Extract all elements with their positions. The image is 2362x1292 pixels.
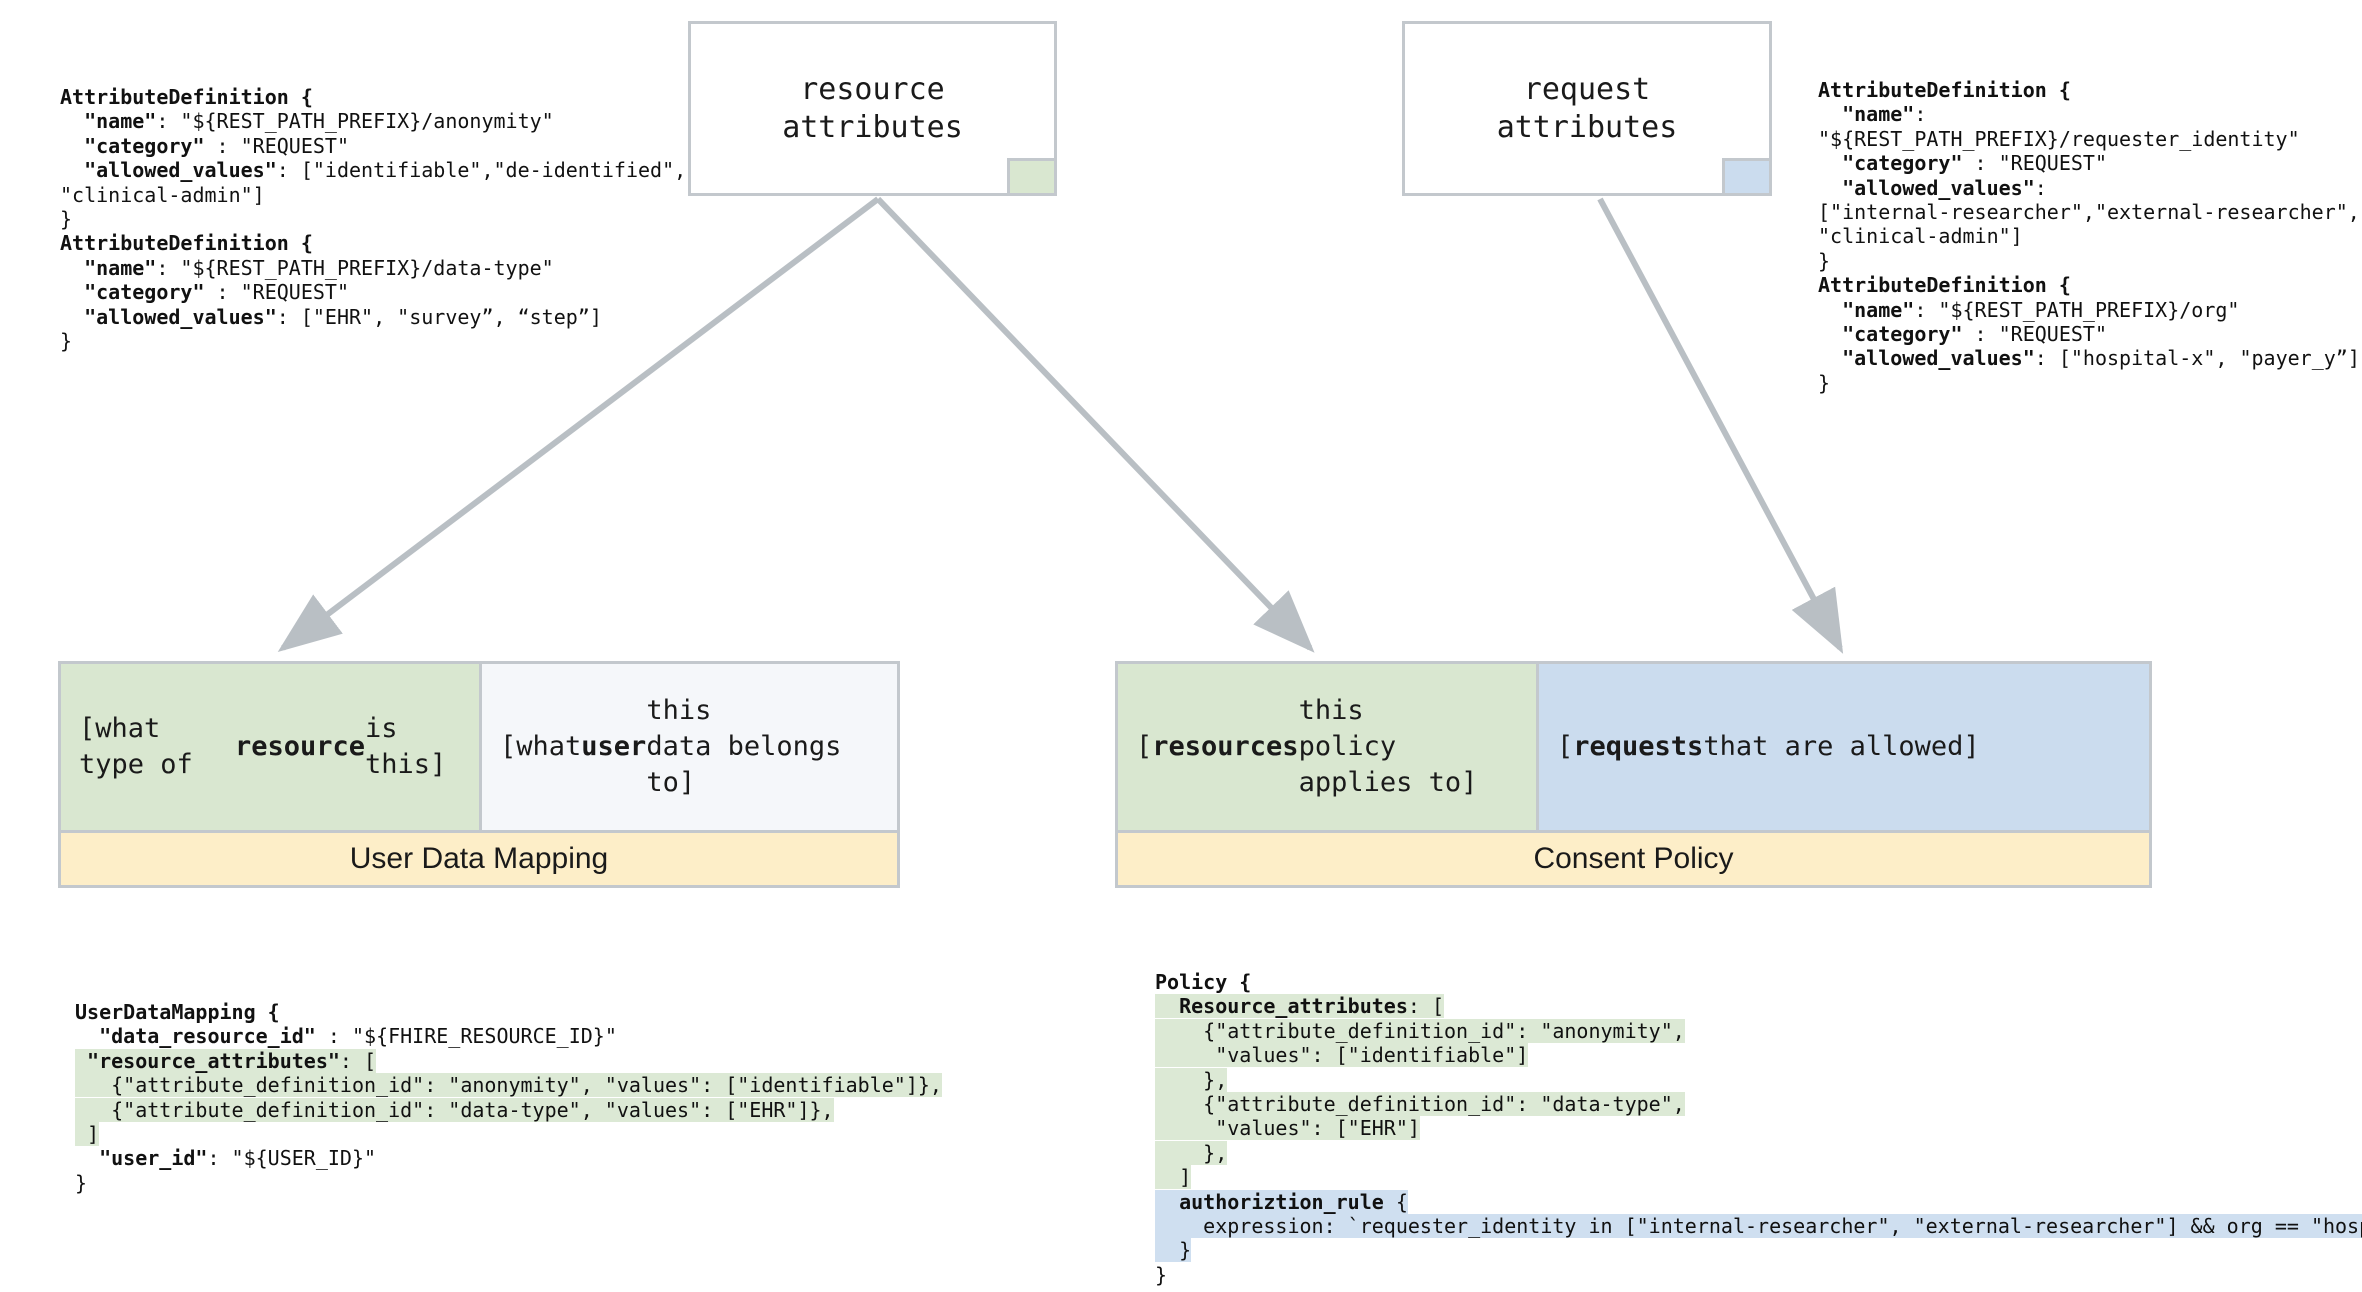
- policy-code-line: "values": ["EHR"]: [1155, 1116, 1420, 1141]
- attribute-definition-line: "allowed_values": ["hospital-x", "payer_…: [1842, 346, 2360, 371]
- attribute-definition-line: AttributeDefinition {: [60, 231, 313, 256]
- attribute-definition-line: "name": "${REST_PATH_PREFIX}/data-type": [84, 255, 554, 280]
- node-resource-attributes-label: resource attributes: [782, 71, 963, 145]
- user-data-mapping-code-line: "resource_attributes": [: [75, 1048, 942, 1073]
- policy-code-line: {"attribute_definition_id": "anonymity",: [1155, 1018, 1685, 1043]
- attribute-definition-line: }: [60, 329, 73, 354]
- user-data-mapping-code-line: }: [75, 1170, 88, 1195]
- attribute-definition-line: "category" : "REQUEST": [84, 133, 350, 158]
- left-attribute-definitions: AttributeDefinition { "name": "${REST_PA…: [60, 85, 686, 353]
- policy-code-line: }: [1155, 1238, 1192, 1263]
- arrow-request-attributes-to-consent-policy: [1597, 197, 1844, 654]
- policy-code-line: },: [1155, 1067, 1228, 1092]
- node-request-attributes-label: request attributes: [1496, 71, 1678, 145]
- policy-code-block: Policy { Resource_attributes: [ {"attrib…: [1155, 970, 2362, 1287]
- attribute-definition-line: "category" : "REQUEST": [1842, 322, 2108, 347]
- user-data-mapping-code-line: {"attribute_definition_id": "data-type",…: [75, 1097, 834, 1122]
- user-data-mapping-title: User Data Mapping: [61, 830, 897, 885]
- policy-code-line: Resource_attributes: [: [1155, 994, 2362, 1019]
- attribute-definition-line: "category" : "REQUEST": [84, 280, 350, 305]
- attribute-definition-line: "${REST_PATH_PREFIX}/requester_identity": [1818, 126, 2300, 151]
- node-resource-attributes[interactable]: resource attributes: [688, 21, 1057, 196]
- attribute-definition-line: }: [1818, 370, 1831, 395]
- policy-code-line: ]: [1155, 1165, 1192, 1190]
- user-data-mapping-code-line: ]: [75, 1122, 100, 1147]
- policy-code-line: expression: `requester_identity in ["int…: [1155, 1214, 2362, 1239]
- user-data-mapping-code-line: "user_id": "${USER_ID}": [99, 1146, 377, 1171]
- attribute-definition-line: AttributeDefinition {: [1818, 273, 2071, 298]
- arrow-resource-attributes-to-consent-policy: [875, 196, 1315, 653]
- cell-divider: [479, 664, 482, 830]
- policy-code-line: "values": ["identifiable"]: [1155, 1043, 1529, 1068]
- policy-code-line: },: [1155, 1140, 1228, 1165]
- policy-code-line: authoriztion_rule {: [1155, 1189, 2362, 1214]
- user-data-mapping-code-line: {"attribute_definition_id": "anonymity",…: [75, 1073, 942, 1098]
- attribute-definition-line: "category" : "REQUEST": [1842, 151, 2108, 176]
- request-attributes-chip: [1722, 158, 1772, 196]
- user-data-mapping-code-line: "data_resource_id" : "${FHIRE_RESOURCE_I…: [99, 1024, 617, 1049]
- policy-code-line: Policy {: [1155, 970, 1252, 994]
- attribute-definition-line: "name":: [1842, 102, 1927, 127]
- attribute-definition-line: AttributeDefinition {: [1818, 78, 2071, 102]
- attribute-definition-line: "name": "${REST_PATH_PREFIX}/org": [1842, 297, 2240, 322]
- cell-divider: [1536, 664, 1539, 830]
- user-data-mapping-code-line: UserDataMapping {: [75, 1000, 280, 1024]
- attribute-definition-line: ["internal-researcher","external-researc…: [1818, 200, 2360, 225]
- policy-code-line: {"attribute_definition_id": "data-type",: [1155, 1092, 1685, 1117]
- attribute-definition-line: "allowed_values": ["EHR", "survey”, “ste…: [84, 304, 602, 329]
- attribute-definition-line: AttributeDefinition {: [60, 85, 313, 109]
- node-request-attributes[interactable]: request attributes: [1402, 21, 1772, 196]
- attribute-definition-line: "clinical-admin"]: [60, 182, 265, 207]
- attribute-definition-line: }: [60, 207, 73, 232]
- attribute-definition-line: "allowed_values":: [1842, 175, 2047, 200]
- policy-code-line: }: [1155, 1262, 1168, 1287]
- attribute-definition-line: }: [1818, 248, 1831, 273]
- attribute-definition-line: "allowed_values": ["identifiable","de-id…: [84, 158, 687, 183]
- cell-requests-that-are-allowed[interactable]: [requests that are allowed]: [1539, 664, 2149, 830]
- user-data-mapping-code-block: UserDataMapping { "data_resource_id" : "…: [75, 1000, 942, 1195]
- consent-policy-title: Consent Policy: [1118, 830, 2149, 885]
- attribute-definition-line: "clinical-admin"]: [1818, 224, 2023, 249]
- resource-attributes-chip: [1007, 158, 1057, 196]
- right-attribute-definitions: AttributeDefinition { "name":"${REST_PAT…: [1818, 78, 2360, 395]
- attribute-definition-line: "name": "${REST_PATH_PREFIX}/anonymity": [84, 109, 554, 134]
